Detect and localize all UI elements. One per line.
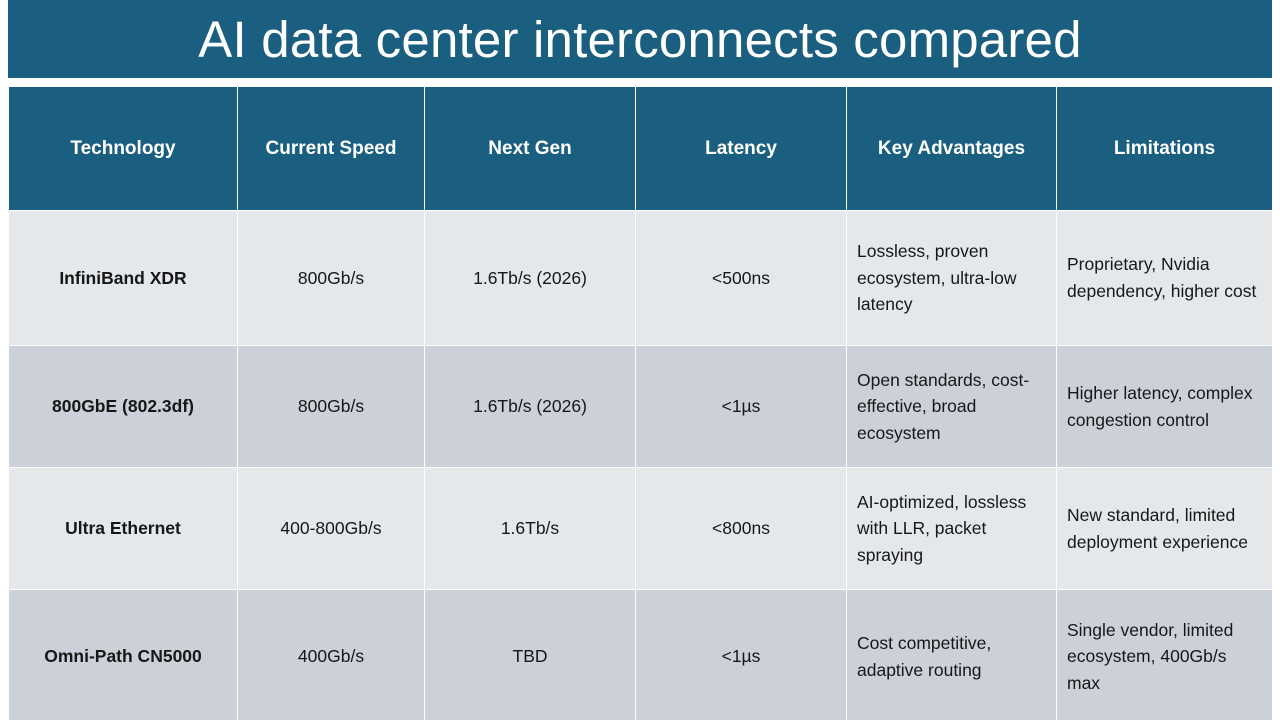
cell-latency: <800ns	[636, 468, 846, 589]
cell-limitations: New standard, limited deployment experie…	[1057, 468, 1272, 589]
cell-limitations: Higher latency, complex congestion contr…	[1057, 346, 1272, 467]
cell-next-gen: TBD	[425, 590, 635, 720]
cell-latency: <1µs	[636, 346, 846, 467]
cell-next-gen: 1.6Tb/s (2026)	[425, 346, 635, 467]
cell-current-speed: 400-800Gb/s	[238, 468, 424, 589]
cell-key-advantages: Lossless, proven ecosystem, ultra-low la…	[847, 211, 1056, 345]
cell-latency: <500ns	[636, 211, 846, 345]
cell-next-gen: 1.6Tb/s	[425, 468, 635, 589]
table-row: Ultra Ethernet 400-800Gb/s 1.6Tb/s <800n…	[9, 468, 1272, 589]
cell-current-speed: 800Gb/s	[238, 346, 424, 467]
cell-limitations: Single vendor, limited ecosystem, 400Gb/…	[1057, 590, 1272, 720]
cell-key-advantages: AI-optimized, lossless with LLR, packet …	[847, 468, 1056, 589]
header-row: Technology Current Speed Next Gen Latenc…	[9, 87, 1272, 210]
cell-next-gen: 1.6Tb/s (2026)	[425, 211, 635, 345]
cell-technology: Ultra Ethernet	[9, 468, 237, 589]
column-header-limitations[interactable]: Limitations	[1057, 87, 1272, 210]
table-row: Omni-Path CN5000 400Gb/s TBD <1µs Cost c…	[9, 590, 1272, 720]
slide-title-banner: AI data center interconnects compared	[8, 0, 1272, 78]
cell-key-advantages: Cost competitive, adaptive routing	[847, 590, 1056, 720]
table-header: Technology Current Speed Next Gen Latenc…	[9, 87, 1272, 210]
cell-key-advantages: Open standards, cost-effective, broad ec…	[847, 346, 1056, 467]
column-header-latency[interactable]: Latency	[636, 87, 846, 210]
column-header-next-gen[interactable]: Next Gen	[425, 87, 635, 210]
column-header-key-advantages[interactable]: Key Advantages	[847, 87, 1056, 210]
cell-technology: 800GbE (802.3df)	[9, 346, 237, 467]
comparison-table: Technology Current Speed Next Gen Latenc…	[8, 86, 1273, 720]
page-title: AI data center interconnects compared	[198, 10, 1082, 68]
comparison-table-container: Technology Current Speed Next Gen Latenc…	[8, 86, 1273, 720]
column-header-technology[interactable]: Technology	[9, 87, 237, 210]
cell-current-speed: 400Gb/s	[238, 590, 424, 720]
cell-limitations: Proprietary, Nvidia dependency, higher c…	[1057, 211, 1272, 345]
cell-technology: Omni-Path CN5000	[9, 590, 237, 720]
table-row: InfiniBand XDR 800Gb/s 1.6Tb/s (2026) <5…	[9, 211, 1272, 345]
column-header-current-speed[interactable]: Current Speed	[238, 87, 424, 210]
cell-current-speed: 800Gb/s	[238, 211, 424, 345]
table-body: InfiniBand XDR 800Gb/s 1.6Tb/s (2026) <5…	[9, 211, 1272, 720]
table-row: 800GbE (802.3df) 800Gb/s 1.6Tb/s (2026) …	[9, 346, 1272, 467]
cell-technology: InfiniBand XDR	[9, 211, 237, 345]
cell-latency: <1µs	[636, 590, 846, 720]
